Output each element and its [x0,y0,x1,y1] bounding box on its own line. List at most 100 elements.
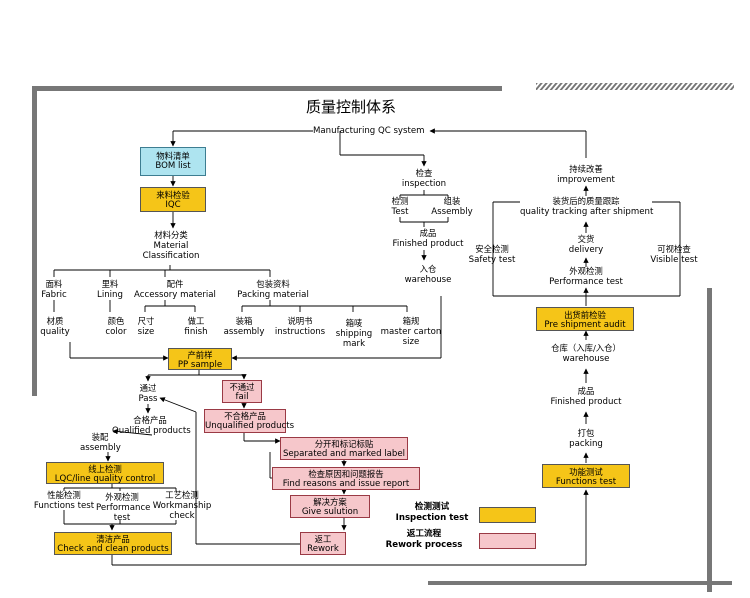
shipping-mark-node: 箱唛 shipping mark [334,318,374,350]
qualified-en: Qualified products [112,425,191,436]
accessory-en: Accessory material [134,289,216,300]
tracking-en: quality tracking after shipment [520,206,654,217]
pp-sample-en: PP sample [177,360,223,370]
improvement-en: improvement [557,174,615,185]
master-carton-zh: 箱规 [402,316,420,326]
root-en: Manufacturing QC system [313,126,425,136]
visible-zh: 可视检查 [657,244,691,254]
performance-test-en1: Performance [96,502,151,513]
material-en2: Classification [142,251,200,261]
instructions-zh: 说明书 [287,316,313,326]
rework-zh: 返工 [314,534,332,544]
fail-node: 不通过 fail [222,380,262,403]
workmanship-node: 工艺检测 Workmanship check [150,490,214,522]
shipping-mark-en1: shipping [335,328,373,339]
separated-zh: 分开和标记标贴 [314,439,374,449]
finish-zh: 做工 [187,316,205,326]
legend-rework-en: Rework process [385,540,463,550]
fabric-en: Fabric [41,289,67,300]
pass-node: 通过 Pass [128,383,168,404]
pass-en: Pass [138,393,158,404]
packing-en: packing [569,438,603,449]
master-carton-node: 箱规 master carton size [380,316,442,348]
unqualified-node: 不合格产品 Unqualified products [204,409,295,433]
pre-shipment-zh: 出货前检验 [564,310,606,320]
legend-inspection-zh: 检测测试 [414,502,450,512]
qualified-zh: 合格产品 [133,415,167,425]
lining-zh: 里料 [101,279,119,289]
size-node: 尺寸 size [131,316,161,337]
legend-rework-zh: 返工流程 [406,529,442,539]
bom-en: BOM list [155,161,191,171]
functions-zh: 功能测试 [569,467,603,477]
delivery-zh: 交货 [577,234,595,244]
color-en: color [105,326,127,337]
legend-inspection-en: Inspection test [395,513,469,523]
functions-en: Functions test [555,477,617,487]
functions-test-en: Functions test [33,500,95,511]
right-warehouse-node: 仓库（入库/入仓） warehouse [538,343,634,364]
perf-node: 外观检测 Performance test [544,266,628,287]
rework-node: 返工 Rework [300,532,346,555]
right-warehouse-en: warehouse [562,353,610,364]
rework-en: Rework [307,544,339,554]
right-finished-en: Finished product [550,396,622,407]
tracking-node: 装货后的质量跟踪 quality tracking after shipment [520,196,654,217]
mid-warehouse-node: 入仓 warehouse [398,264,458,285]
functions-test-node: 性能检测 Functions test [32,490,96,511]
perf-zh: 外观检测 [569,266,603,276]
improvement-zh: 持续改善 [569,164,603,174]
legend-rework-swatch [479,533,536,549]
lining-node: 里料 Lining [90,279,130,300]
find-reasons-node: 检查原因和问题报告 Find reasons and issue report [272,467,420,490]
delivery-node: 交货 delivery [560,234,612,255]
material-node: 材料分类 Material Classification [130,230,212,262]
fail-en: fail [235,392,249,402]
safety-en: Safety test [468,254,516,265]
assembly-en: assembly [223,326,265,337]
assembly-zh: 装箱 [235,316,253,326]
lqc-en: LQC/line quality control [54,474,156,484]
performance-test-en2: test [113,513,131,523]
assembly2-zh: 装配 [91,432,109,442]
unqualified-zh: 不合格产品 [224,411,266,421]
packing-zh: 打包 [577,428,595,438]
packing-material-node: 包装资料 Packing material [236,279,310,300]
find-reasons-zh: 检查原因和问题报告 [308,469,384,479]
bom-zh: 物料清单 [156,151,190,161]
visible-en: Visible test [650,254,698,265]
legend-inspection-swatch [479,507,536,523]
pp-sample-zh: 产前样 [187,350,213,360]
fabric-zh: 面料 [45,279,63,289]
clean-en: Check and clean products [57,544,169,554]
finish-en: finish [184,326,208,337]
mid-finished-zh: 成品 [419,228,437,238]
inspection-zh: 检查 [415,168,433,178]
lining-en: Lining [97,289,123,300]
shipping-mark-en2: mark [342,339,366,349]
quality-node: 材质 quality [36,316,74,337]
inspection-node: 检查 inspection [394,168,454,189]
lqc-zh: 线上检测 [88,464,122,474]
mid-assembly-en: Assembly [431,206,473,217]
iqc-en: IQC [165,200,181,210]
performance-test-zh: 外观检测 [105,492,139,502]
mid-assembly-zh: 组装 [443,196,461,206]
color-node: 颜色 color [98,316,134,337]
shipping-mark-zh: 箱唛 [345,318,363,328]
right-finished-node: 成品 Finished product [544,386,628,407]
accessory-zh: 配件 [166,279,184,289]
fabric-node: 面料 Fabric [34,279,74,300]
packing-node: 打包 packing [560,428,612,449]
inspection-en: inspection [401,178,447,189]
mid-warehouse-en: warehouse [404,274,452,285]
mid-finished-en: Finished product [392,238,464,249]
workmanship-en2: check [169,511,195,521]
workmanship-zh: 工艺检测 [165,490,199,500]
visible-node: 可视检查 Visible test [644,244,704,265]
iqc-zh: 来料检验 [156,190,190,200]
find-reasons-en: Find reasons and issue report [282,479,410,489]
unqualified-en: Unqualified products [205,421,295,431]
pp-sample-node: 产前样 PP sample [168,348,232,370]
decorative-frame [32,83,734,592]
